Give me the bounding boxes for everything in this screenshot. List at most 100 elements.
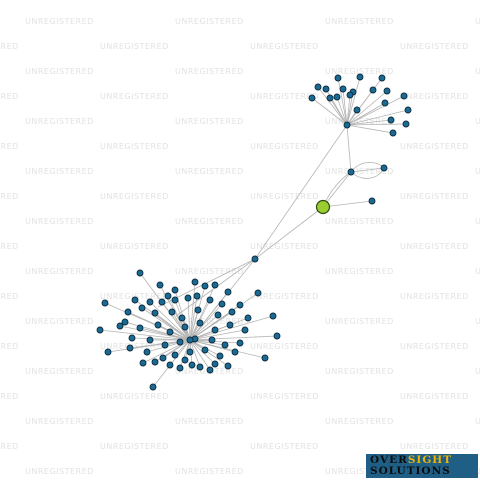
watermark-text: UNREGISTERED: [475, 67, 480, 76]
graph-node: [126, 344, 134, 352]
graph-edge: [350, 167, 385, 173]
watermark-text: UNREGISTERED: [325, 67, 394, 76]
watermark-text: UNREGISTERED: [325, 367, 394, 376]
watermark-text: UNREGISTERED: [175, 267, 244, 276]
watermark-text: UNREGISTERED: [0, 442, 19, 451]
graph-node: [383, 87, 391, 95]
graph-edge: [189, 311, 233, 341]
graph-node: [221, 341, 229, 349]
watermark-text: UNREGISTERED: [250, 242, 319, 251]
graph-node: [139, 359, 147, 367]
graph-node: [211, 360, 219, 368]
graph-edge: [346, 90, 388, 126]
graph-edge: [317, 86, 348, 126]
watermark-text: UNREGISTERED: [25, 367, 94, 376]
watermark-text: UNREGISTERED: [400, 142, 469, 151]
watermark-text: UNREGISTERED: [25, 267, 94, 276]
graph-node: [244, 314, 252, 322]
graph-edge: [322, 171, 352, 208]
watermark-text: UNREGISTERED: [250, 192, 319, 201]
graph-node: [96, 326, 104, 334]
graph-node: [206, 366, 214, 374]
graph-node: [216, 352, 224, 360]
graph-node: [154, 321, 162, 329]
graph-edge: [346, 124, 352, 173]
graph-node: [131, 296, 139, 304]
watermark-text: UNREGISTERED: [100, 92, 169, 101]
graph-node: [402, 120, 410, 128]
watermark-text: UNREGISTERED: [475, 17, 480, 26]
watermark-text: UNREGISTERED: [0, 42, 19, 51]
graph-node: [380, 164, 388, 172]
graph-edge: [149, 301, 191, 341]
watermark-text: UNREGISTERED: [0, 342, 19, 351]
graph-node: [201, 282, 209, 290]
watermark-text: UNREGISTERED: [25, 217, 94, 226]
graph-node: [226, 321, 234, 329]
logo-word-solutions: SOLUTIONS: [370, 465, 451, 477]
graph-node: [201, 346, 209, 354]
graph-edge: [189, 339, 229, 367]
graph-node: [178, 314, 186, 322]
watermark-text: UNREGISTERED: [250, 392, 319, 401]
graph-node: [166, 328, 174, 336]
watermark-text: UNREGISTERED: [0, 142, 19, 151]
watermark-text: UNREGISTERED: [400, 242, 469, 251]
graph-edge: [329, 97, 348, 126]
graph-node: [128, 334, 136, 342]
node-layer: [96, 73, 412, 391]
watermark-text: UNREGISTERED: [100, 242, 169, 251]
graph-edge: [187, 297, 191, 341]
watermark-text: UNREGISTERED: [175, 117, 244, 126]
graph-node: [136, 324, 144, 332]
watermark-text: UNREGISTERED: [250, 92, 319, 101]
graph-node: [206, 296, 214, 304]
graph-node: [181, 323, 189, 331]
graph-node: [254, 289, 262, 297]
watermark-text: UNREGISTERED: [100, 292, 169, 301]
graph-node: [166, 361, 174, 369]
graph-edge: [342, 88, 348, 126]
graph-node: [387, 116, 395, 124]
graph-edge: [189, 329, 246, 341]
watermark-text: UNREGISTERED: [400, 292, 469, 301]
watermark-text: UNREGISTERED: [475, 117, 480, 126]
watermark-text: UNREGISTERED: [475, 267, 480, 276]
graph-edge: [189, 335, 278, 341]
graph-node: [378, 74, 386, 82]
watermark-text: UNREGISTERED: [325, 467, 394, 476]
graph-node: [381, 99, 389, 107]
watermark-text: UNREGISTERED: [25, 417, 94, 426]
watermark-text: UNREGISTERED: [100, 142, 169, 151]
graph-node: [231, 348, 239, 356]
graph-node: [171, 286, 179, 294]
graph-node: [156, 281, 164, 289]
graph-node: [176, 338, 184, 346]
graph-edge: [161, 301, 191, 341]
watermark-text: UNREGISTERED: [100, 42, 169, 51]
logo-word-sight: SIGHT: [407, 454, 453, 466]
graph-node: [151, 309, 159, 317]
graph-node: [196, 319, 204, 327]
watermark-text: UNREGISTERED: [400, 192, 469, 201]
graph-edge: [254, 206, 324, 260]
watermark-text: UNREGISTERED: [175, 317, 244, 326]
graph-edge: [189, 303, 223, 341]
graph-node: [146, 298, 154, 306]
graph-edge: [99, 329, 191, 341]
graph-node: [138, 304, 146, 312]
graph-node: [151, 358, 159, 366]
watermark-text: UNREGISTERED: [475, 167, 480, 176]
graph-edge: [189, 339, 201, 368]
graph-node: [171, 351, 179, 359]
graph-node: [228, 308, 236, 316]
watermark-text: UNREGISTERED: [400, 42, 469, 51]
watermark-text: UNREGISTERED: [325, 117, 394, 126]
graph-edge: [189, 281, 196, 341]
graph-node: [241, 326, 249, 334]
graph-node: [196, 363, 204, 371]
logo-word-over: OVER: [370, 454, 408, 466]
watermark-text: UNREGISTERED: [475, 367, 480, 376]
watermark-text: UNREGISTERED: [475, 417, 480, 426]
graph-node: [261, 354, 269, 362]
